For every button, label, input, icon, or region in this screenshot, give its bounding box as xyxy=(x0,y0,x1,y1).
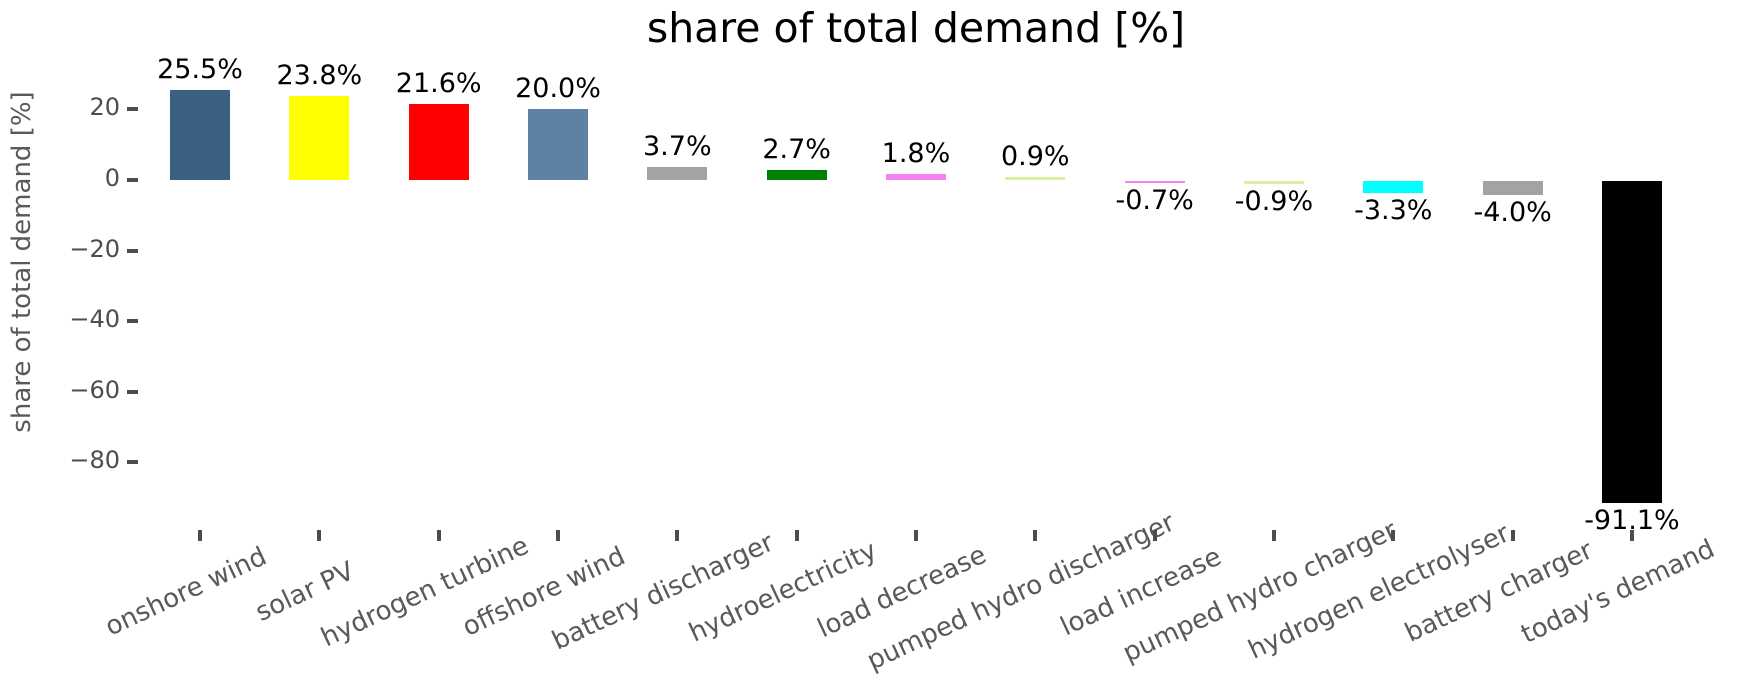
x-tick-mark xyxy=(1391,530,1396,541)
bar-value-label: 20.0% xyxy=(515,73,601,105)
bar xyxy=(1363,181,1424,193)
x-tick-mark xyxy=(675,530,680,541)
bar xyxy=(408,103,469,180)
bar xyxy=(170,89,230,180)
x-tick-mark xyxy=(794,530,799,541)
bar-value-label: 23.8% xyxy=(276,59,363,91)
x-tick-mark xyxy=(198,530,202,541)
chart-title: share of total demand [%] xyxy=(646,4,1186,52)
bar-value-label: -0.7% xyxy=(1115,185,1194,217)
x-tick-mark xyxy=(1033,530,1038,541)
x-tick-mark xyxy=(436,530,441,541)
y-tick-mark xyxy=(127,178,138,182)
x-tick-mark xyxy=(317,530,322,541)
x-tick-mark xyxy=(1629,530,1634,541)
bar xyxy=(766,170,827,180)
bar-value-label: 3.7% xyxy=(643,130,712,162)
bar-value-label: -0.9% xyxy=(1234,186,1314,218)
bar-value-label: 2.7% xyxy=(762,134,831,166)
x-category-label-text: onshore wind xyxy=(100,541,272,643)
y-tick-mark xyxy=(127,107,138,112)
y-tick-mark xyxy=(127,248,138,253)
bar-value-label: 21.6% xyxy=(395,67,482,99)
bar xyxy=(527,109,588,180)
y-tick-mark xyxy=(127,460,138,465)
bar xyxy=(1243,181,1304,185)
bar-value-label: 25.5% xyxy=(157,53,243,85)
x-tick-mark xyxy=(1271,530,1276,541)
y-tick-mark xyxy=(127,319,138,324)
bar-value-label: -3.3% xyxy=(1354,194,1433,226)
y-tick-label: −80 xyxy=(69,446,120,475)
y-tick-label: −40 xyxy=(69,305,120,334)
bar xyxy=(647,166,708,180)
x-tick-mark xyxy=(1152,530,1157,541)
bar-value-label: 0.9% xyxy=(1000,140,1070,172)
bar xyxy=(1482,181,1543,196)
bar-value-label: -4.0% xyxy=(1473,197,1552,229)
y-tick-label: 0 xyxy=(104,164,120,192)
x-tick-mark xyxy=(913,530,918,541)
x-tick-mark xyxy=(1510,530,1515,541)
y-tick-label: −20 xyxy=(69,234,120,263)
x-category-label-text: today's demand xyxy=(1516,534,1720,650)
y-tick-mark xyxy=(127,389,138,394)
bar-value-label: 1.8% xyxy=(881,137,951,169)
x-category-label-text: hydrogen turbine xyxy=(316,530,534,654)
y-tick-label: 20 xyxy=(89,93,120,122)
bar xyxy=(1005,176,1066,180)
bar xyxy=(289,95,350,180)
x-tick-mark xyxy=(555,530,560,541)
bar xyxy=(885,173,946,180)
bar xyxy=(1601,181,1662,503)
y-tick-label: −60 xyxy=(69,375,120,404)
x-category-label-text: battery discharger xyxy=(547,527,779,657)
bar xyxy=(1124,181,1185,184)
